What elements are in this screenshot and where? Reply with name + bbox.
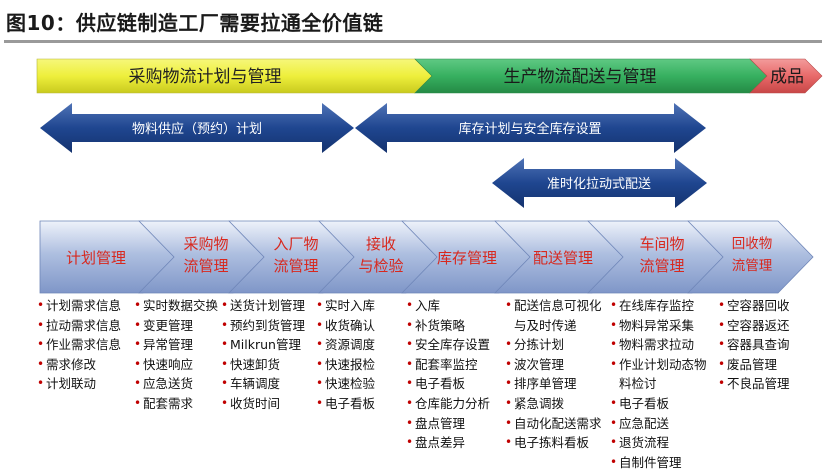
list-item: 物料异常采集 xyxy=(610,316,712,336)
figure-title: 图10：供应链制造工厂需要拉通全价值链 xyxy=(6,11,384,35)
list-item: 需求修改 xyxy=(37,355,139,375)
list-item: 实时数据交换 xyxy=(134,296,220,316)
list-item: 快速卸货 xyxy=(221,355,313,375)
stage-workshop-label: 车间物流管理 xyxy=(639,235,684,275)
list-item: 补货策略 xyxy=(406,316,506,336)
stage-recycling-chevron xyxy=(687,220,814,294)
list-item: 安全库存设置 xyxy=(406,335,506,355)
material-supply-arrow xyxy=(40,103,354,153)
phase-procurement-label: 采购物流计划与管理 xyxy=(129,67,282,87)
list-item: 快速响应 xyxy=(134,355,220,375)
phase-finished-segment xyxy=(749,58,823,94)
title-rule xyxy=(4,40,822,43)
list-item: 配套需求 xyxy=(134,394,220,414)
stage-receiving-items: 实时入库 收货确认 资源调度 快速报检 快速检验 电子看板 xyxy=(316,296,402,414)
list-item: 电子看板 xyxy=(610,394,712,414)
stage-inventory-label: 库存管理 xyxy=(437,249,497,267)
stage-inventory-items: 入库 补货策略 安全库存设置 配套率监控 电子看板 仓库能力分析 盘点管理 盘点… xyxy=(406,296,506,453)
stage-plan-label: 计划管理 xyxy=(66,249,126,267)
stage-procurement-label: 采购物流管理 xyxy=(183,235,228,275)
list-item: 快速报检 xyxy=(316,355,402,375)
jit-pull-arrow xyxy=(492,158,707,208)
list-item: 配送信息可视化与及时传递 xyxy=(505,296,605,335)
list-item: 自动化配送需求 xyxy=(505,414,605,434)
list-item: 盘点差异 xyxy=(406,433,506,453)
list-item: 电子看板 xyxy=(316,394,402,414)
stage-inbound-items: 送货计划管理 预约到货管理 Milkrun管理 快速卸货 车辆调度 收货时间 xyxy=(221,296,313,414)
phase-finished-label: 成品 xyxy=(770,67,804,87)
list-item: 退货流程 xyxy=(610,433,712,453)
list-item: 容器具查询 xyxy=(718,335,822,355)
list-item: 送货计划管理 xyxy=(221,296,313,316)
value-chain-diagram: 采购物流计划与管理 生产物流配送与管理 成品 物料供应（预约）计划 库存计划与安… xyxy=(36,58,823,294)
list-item: 应急送货 xyxy=(134,374,220,394)
stage-receiving-label: 接收与检验 xyxy=(358,235,403,275)
list-item: 快速检验 xyxy=(316,374,402,394)
list-item: 空容器回收 xyxy=(718,296,822,316)
list-item: 计划联动 xyxy=(37,374,139,394)
list-item: 实时入库 xyxy=(316,296,402,316)
list-item: 紧急调拨 xyxy=(505,394,605,414)
list-item: 配套率监控 xyxy=(406,355,506,375)
inventory-plan-arrow xyxy=(355,103,706,153)
list-item: 排序单管理 xyxy=(505,374,605,394)
list-item: 废品管理 xyxy=(718,355,822,375)
list-item: 空容器返还 xyxy=(718,316,822,336)
phase-production-label: 生产物流配送与管理 xyxy=(504,67,657,87)
material-supply-label: 物料供应（预约）计划 xyxy=(132,121,262,137)
stage-delivery-label: 配送管理 xyxy=(533,249,593,267)
list-item: 在线库存监控 xyxy=(610,296,712,316)
list-item: 分拣计划 xyxy=(505,335,605,355)
stage-recycling-items: 空容器回收 空容器返还 容器具查询 废品管理 不良品管理 xyxy=(718,296,822,394)
stage-inbound-label: 入厂物流管理 xyxy=(273,235,318,275)
list-item: 拉动需求信息 xyxy=(37,316,139,336)
jit-pull-label: 准时化拉动式配送 xyxy=(547,177,651,192)
list-item: 电子拣料看板 xyxy=(505,433,605,453)
list-item: 预约到货管理 xyxy=(221,316,313,336)
stage-procurement-items: 实时数据交换 变更管理 异常管理 快速响应 应急送货 配套需求 xyxy=(134,296,220,414)
inventory-plan-label: 库存计划与安全库存设置 xyxy=(458,121,601,137)
list-item: 不良品管理 xyxy=(718,374,822,394)
stage-recycling-label: 回收物流管理 xyxy=(732,236,773,274)
list-item: 电子看板 xyxy=(406,374,506,394)
list-item: 物料需求拉动 xyxy=(610,335,712,355)
list-item: 收货确认 xyxy=(316,316,402,336)
list-item: 仓库能力分析 xyxy=(406,394,506,414)
list-item: 资源调度 xyxy=(316,335,402,355)
list-item: 应急配送 xyxy=(610,414,712,434)
stage-workshop-items: 在线库存监控 物料异常采集 物料需求拉动 作业计划动态物料检讨 电子看板 应急配… xyxy=(610,296,712,472)
list-item: 入库 xyxy=(406,296,506,316)
list-item: 作业计划动态物料检讨 xyxy=(610,355,712,394)
list-item: 车辆调度 xyxy=(221,374,313,394)
list-item: 变更管理 xyxy=(134,316,220,336)
list-item: Milkrun管理 xyxy=(221,335,313,355)
list-item: 盘点管理 xyxy=(406,414,506,434)
list-item: 作业需求信息 xyxy=(37,335,139,355)
list-item: 异常管理 xyxy=(134,335,220,355)
stage-plan-items: 计划需求信息 拉动需求信息 作业需求信息 需求修改 计划联动 xyxy=(37,296,139,394)
list-item: 波次管理 xyxy=(505,355,605,375)
list-item: 自制件管理 xyxy=(610,453,712,472)
list-item: 计划需求信息 xyxy=(37,296,139,316)
stage-delivery-items: 配送信息可视化与及时传递 分拣计划 波次管理 排序单管理 紧急调拨 自动化配送需… xyxy=(505,296,605,453)
list-item: 收货时间 xyxy=(221,394,313,414)
